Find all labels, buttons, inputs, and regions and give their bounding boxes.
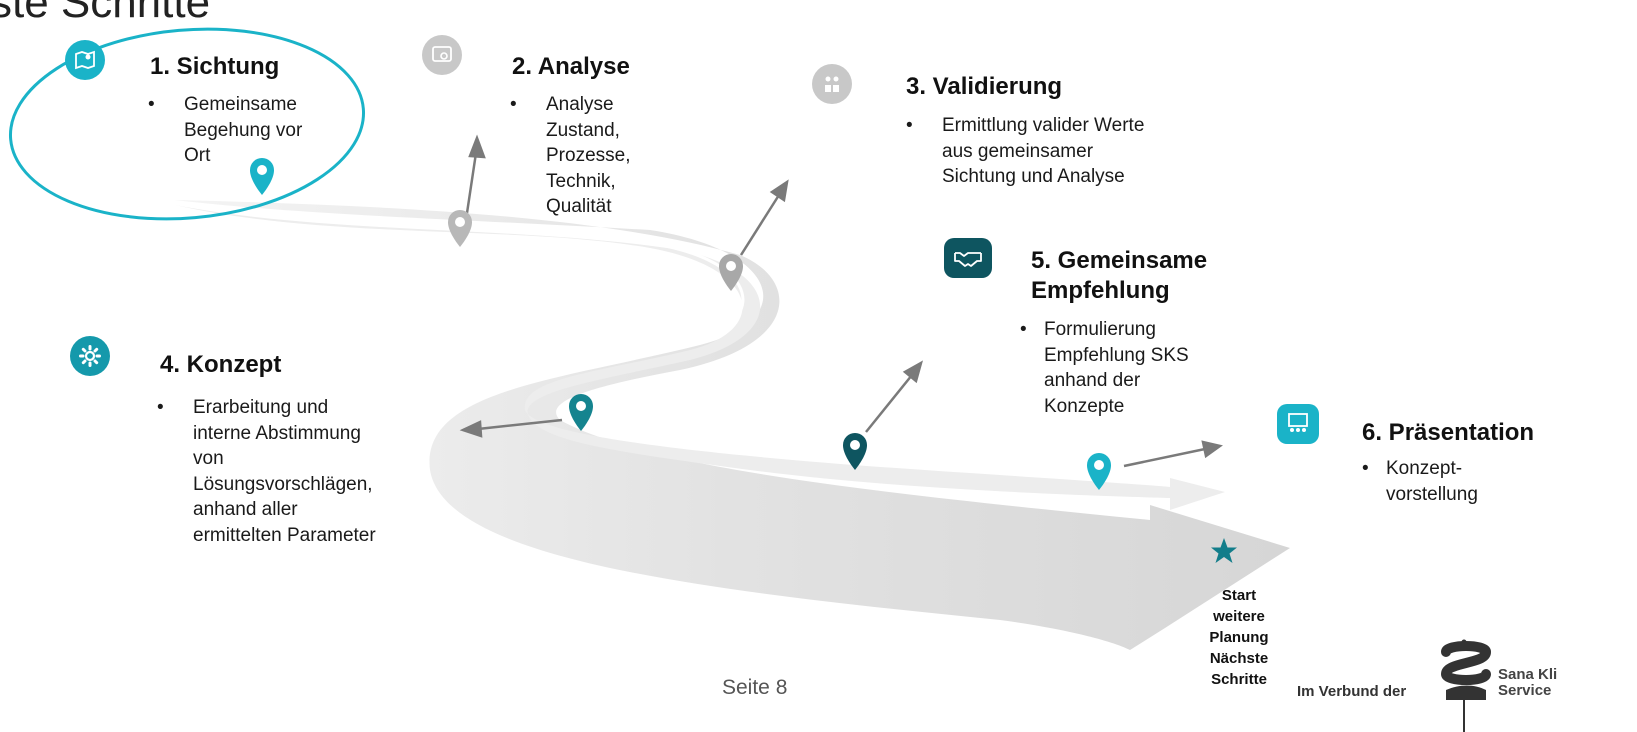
arrow-konzept-head <box>459 420 483 438</box>
step-5-icon <box>944 238 992 278</box>
pin-3-icon <box>719 254 743 291</box>
bullet-symbol: • <box>1362 458 1369 479</box>
page-title: ste Schritte <box>0 0 211 27</box>
step-6-title: 6. Präsentation <box>1362 419 1535 446</box>
pin-4-hole <box>576 401 586 411</box>
arrow-praesentation-head <box>1201 440 1223 459</box>
arrow-empfehlung-head <box>902 360 924 384</box>
arrows <box>459 134 1223 468</box>
step-4-title: 4. Konzept <box>160 351 282 378</box>
pin-1-hole <box>257 165 267 175</box>
pin-5-icon <box>843 433 867 470</box>
analysis-icon <box>432 46 452 62</box>
road-highlight <box>189 202 745 344</box>
brand-logo <box>1440 639 1492 732</box>
step-5-title: 5. Gemeinsame Empfehlung <box>1031 246 1207 306</box>
brand-name: Sana Kli Service <box>1498 666 1558 699</box>
pin-5-hole <box>850 440 860 450</box>
bullet-symbol: • <box>906 115 913 136</box>
step-4-icon <box>70 336 110 376</box>
pin-4-icon <box>569 394 593 431</box>
step-2-title: 2. Analyse <box>512 53 630 80</box>
bullet-symbol: • <box>157 397 164 418</box>
arrow-empfehlung <box>865 374 913 433</box>
arrow-validierung <box>739 194 781 256</box>
arrow-validierung-head <box>769 179 789 203</box>
step-6-icon <box>1277 404 1319 444</box>
step-5-title-line1: 5. Gemeinsame <box>1031 247 1208 274</box>
star-icon <box>1211 538 1237 563</box>
highlight-ellipse <box>8 27 366 221</box>
step-3-icon <box>812 64 852 104</box>
step-5-title-line2: Empfehlung <box>1031 277 1170 304</box>
team-icon <box>825 76 839 92</box>
pin-2-hole <box>455 217 465 227</box>
verbund-label: Im Verbund der <box>1297 683 1407 700</box>
step-2-icon <box>422 35 462 75</box>
step-3-title: 3. Validierung <box>906 73 1063 100</box>
presentation-icon <box>1288 413 1308 432</box>
bullet-symbol: • <box>1020 319 1027 340</box>
pin-1-icon <box>250 158 274 195</box>
arrow-konzept <box>477 418 563 431</box>
map-icon <box>75 50 95 70</box>
arrow-analyse <box>465 152 478 214</box>
page-number: Seite 8 <box>722 676 788 699</box>
step-6-bullet-line: Konzept-vorstellung <box>1386 458 1478 505</box>
map-pins <box>250 158 1111 490</box>
step-1-title: 1. Sichtung <box>150 53 280 80</box>
finish-label: Start weitere Planung Nächste Schritte <box>1209 587 1269 688</box>
pin-3-hole <box>726 261 736 271</box>
pin-2-icon <box>448 210 472 247</box>
step-6-bullets: • Konzept-vorstellung <box>1362 456 1562 507</box>
gear-icon <box>79 345 101 367</box>
arrow-analyse-head <box>468 134 486 159</box>
road-body <box>175 200 1290 650</box>
handshake-icon <box>954 252 982 267</box>
bullet-symbol: • <box>510 94 517 115</box>
step-1-icon <box>65 40 105 80</box>
bullet-symbol: • <box>148 94 155 115</box>
arrow-praesentation <box>1123 447 1206 468</box>
pin-6-hole <box>1094 460 1104 470</box>
pin-6-icon <box>1087 453 1111 490</box>
